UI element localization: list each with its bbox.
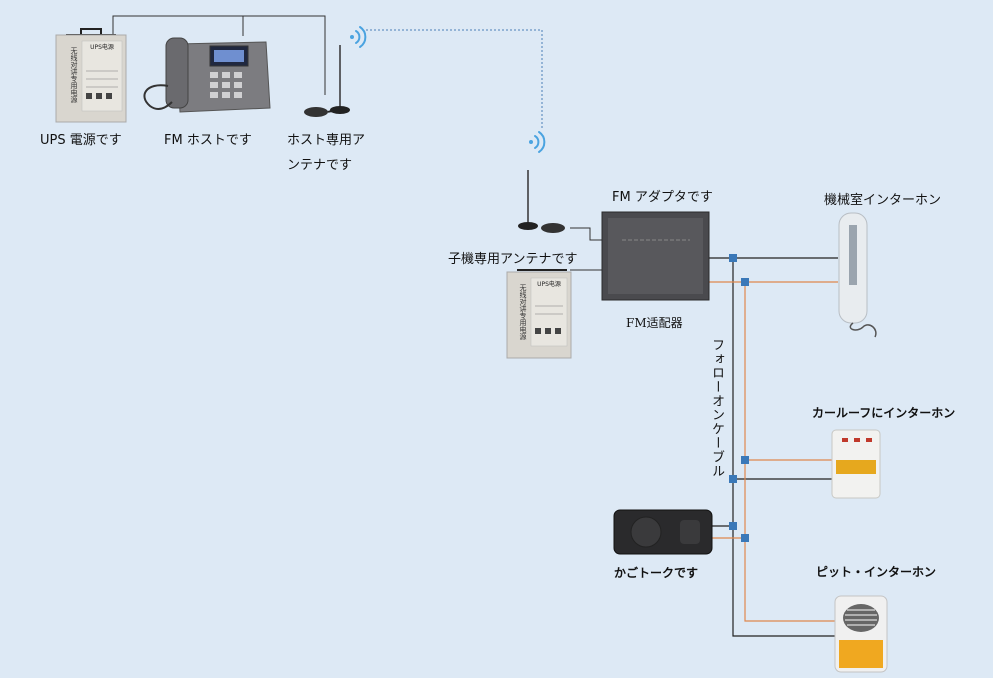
ups-panel-vertical: 无线对讲专用电源 [70, 47, 78, 104]
antenna-adapter-wire [570, 227, 602, 241]
pit-label: ピット・インターホン [816, 565, 937, 579]
wifi-signal-icon [529, 131, 546, 153]
wifi-signal-icon [350, 26, 367, 48]
car-roof-intercom [831, 429, 881, 499]
fm-adapter-label: FM アダプタです [612, 190, 713, 205]
junction-node-icon [729, 475, 737, 483]
junction-node-icon [729, 522, 737, 530]
car-roof-label: カールーフにインターホン [812, 406, 956, 420]
ups-power-unit-2: UPS电源 无线对讲专用电源 [506, 269, 572, 359]
adapter-caption: FM适配器 [626, 316, 683, 330]
junction-node-icon [741, 534, 749, 542]
ups-panel-title: UPS电源 [90, 43, 114, 51]
black-cable [709, 257, 838, 637]
ups2-panel-vertical: 无线对讲专用电源 [519, 284, 527, 341]
machine-room-label: 機械室インターホン [824, 193, 942, 208]
orange-cable [709, 281, 838, 622]
host-antenna-wire [243, 15, 326, 95]
slave-antenna-label: 子機専用アンテナです [448, 252, 578, 267]
fm-host-phone [143, 37, 271, 113]
fm-host-label: FM ホストです [164, 133, 252, 148]
car-talk-label: かごトークです [614, 566, 699, 580]
junction-node-icon [729, 254, 737, 262]
junction-node-icon [741, 278, 749, 286]
ups2-panel-title: UPS电源 [537, 280, 561, 288]
wireless-link [366, 29, 543, 128]
junction-node-icon [741, 456, 749, 464]
host-antenna [304, 45, 350, 117]
ups-power-unit: UPS电源 无线对讲专用电源 [55, 28, 127, 123]
ups-label: UPS 電源です [40, 133, 122, 148]
host-antenna-label-line2: ンテナです [287, 158, 353, 173]
junction-nodes [729, 254, 749, 542]
follow-cable-label: フォローオンケーブル [709, 338, 724, 478]
fm-adapter-box [601, 211, 710, 301]
ups-host-wire [112, 15, 244, 36]
host-antenna-label-line1: ホスト専用ア [287, 133, 366, 148]
car-talk-speaker [613, 509, 713, 555]
pit-intercom [834, 595, 888, 673]
machine-room-intercom [838, 212, 877, 338]
slave-antenna [518, 170, 565, 233]
